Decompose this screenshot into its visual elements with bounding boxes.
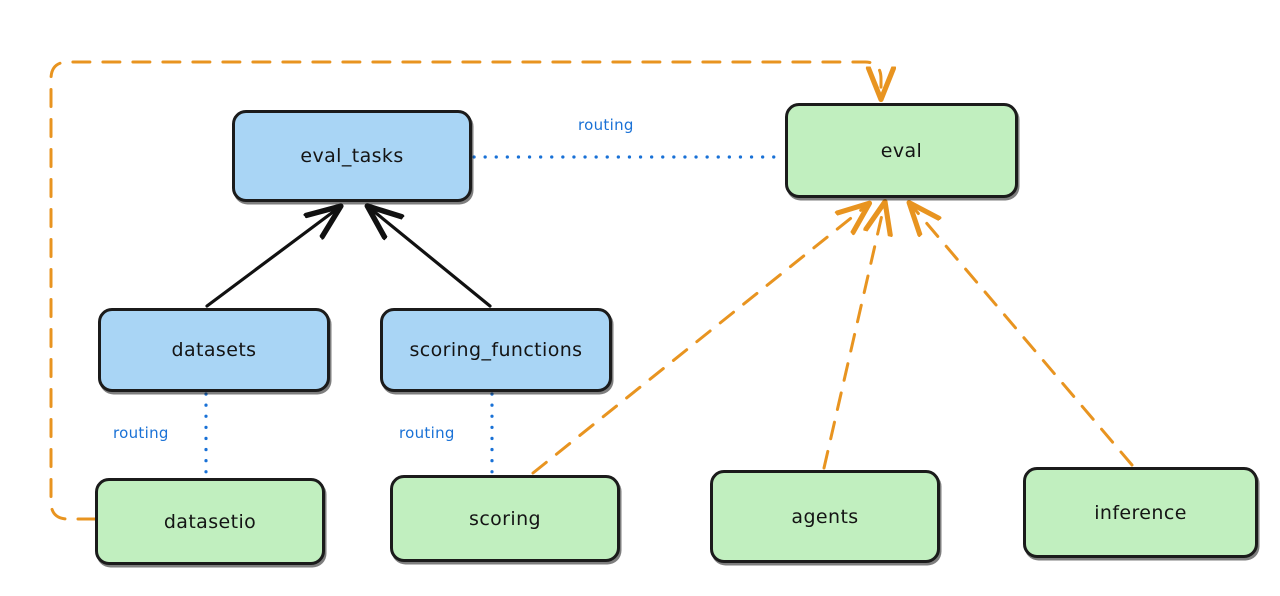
- node-datasets-label: datasets: [171, 339, 257, 361]
- edge-label-routing-scoring-functions-scoring: routing: [396, 424, 458, 442]
- edge-agents-to-eval: [822, 206, 884, 470]
- node-datasetio[interactable]: datasetio: [95, 478, 325, 565]
- node-scoring[interactable]: scoring: [390, 475, 620, 562]
- node-scoring-functions-label: scoring_functions: [409, 339, 583, 361]
- edge-label-routing-datasets-datasetio: routing: [110, 424, 172, 442]
- node-scoring-label: scoring: [469, 507, 541, 530]
- edge-datasets-to-eval_tasks: [205, 209, 337, 308]
- node-inference[interactable]: inference: [1023, 467, 1258, 558]
- node-eval-label: eval: [880, 139, 923, 162]
- node-agents-label: agents: [791, 505, 859, 528]
- node-eval[interactable]: eval: [785, 103, 1018, 198]
- node-agents[interactable]: agents: [710, 470, 940, 563]
- edge-inference-to-eval: [912, 206, 1134, 467]
- node-datasetio-label: datasetio: [163, 510, 257, 533]
- edge-label-routing-eval-tasks-eval: routing: [575, 116, 637, 134]
- node-datasets[interactable]: datasets: [98, 308, 330, 392]
- node-scoring-functions[interactable]: scoring_functions: [380, 308, 612, 392]
- node-eval-tasks-label: eval_tasks: [300, 145, 404, 167]
- node-inference-label: inference: [1094, 501, 1187, 524]
- edge-scoring_functions-to-eval_tasks: [371, 209, 492, 308]
- node-eval-tasks[interactable]: eval_tasks: [232, 110, 472, 202]
